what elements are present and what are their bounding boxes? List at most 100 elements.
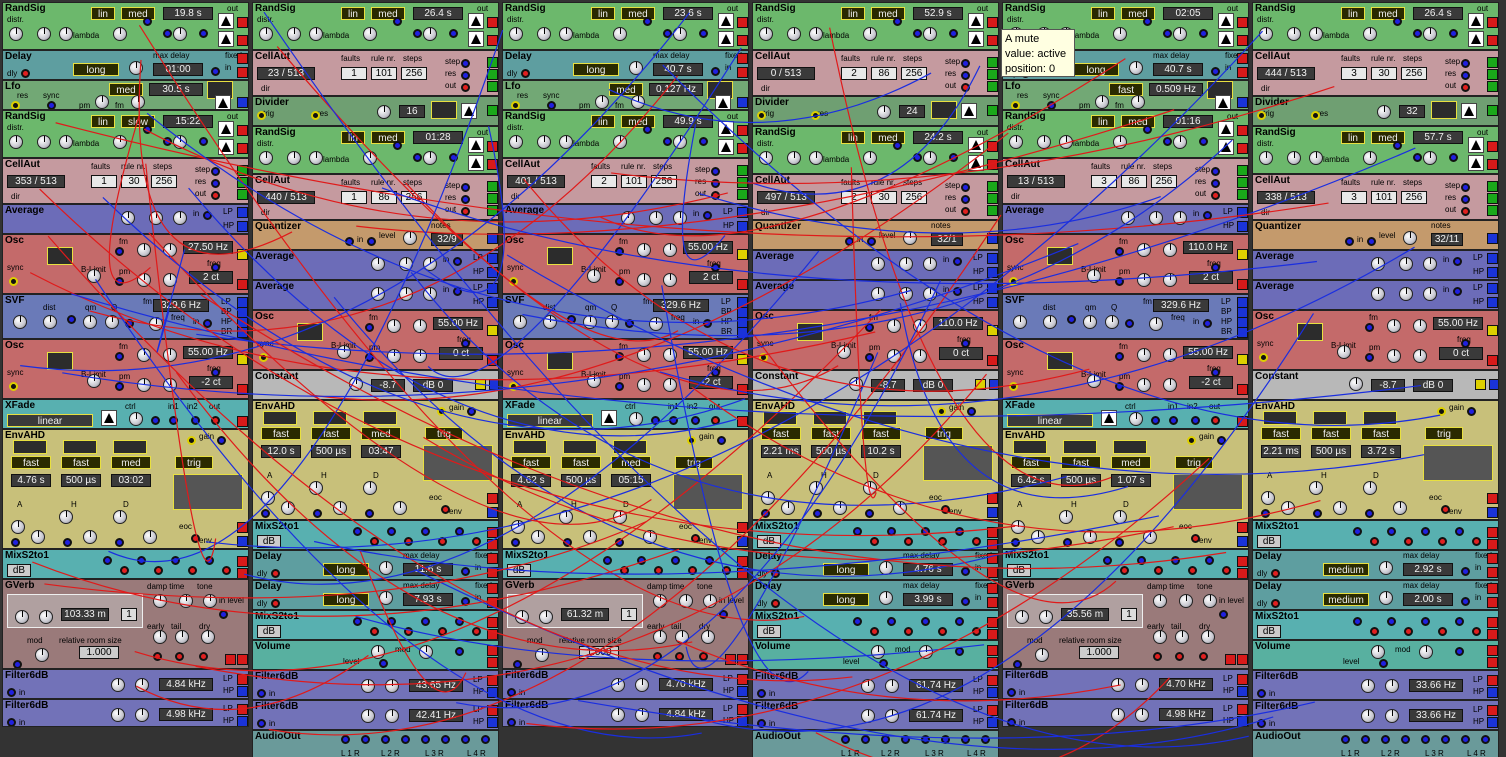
- input-jack[interactable]: [949, 153, 958, 162]
- input-jack[interactable]: [757, 689, 766, 698]
- port-button[interactable]: [987, 283, 998, 294]
- output-jack[interactable]: [222, 566, 231, 575]
- knob[interactable]: [1015, 610, 1029, 624]
- output-jack[interactable]: [1154, 566, 1163, 575]
- input-jack[interactable]: [1387, 617, 1396, 626]
- delay-display[interactable]: 11.6 s: [403, 563, 453, 576]
- input-jack[interactable]: [1413, 29, 1422, 38]
- knob[interactable]: [113, 135, 127, 149]
- input-jack[interactable]: [413, 153, 422, 162]
- port-button[interactable]: [1487, 69, 1498, 80]
- knob[interactable]: [637, 348, 651, 362]
- output-jack[interactable]: [972, 537, 981, 546]
- param-value[interactable]: 256: [651, 175, 677, 188]
- input-jack[interactable]: [203, 211, 212, 220]
- knob[interactable]: [281, 501, 295, 515]
- range-button[interactable]: long: [823, 593, 869, 606]
- input-jack[interactable]: [461, 71, 470, 80]
- input-jack[interactable]: [1461, 195, 1470, 204]
- port-button[interactable]: [1487, 159, 1498, 170]
- trigger-icon[interactable]: [968, 31, 984, 47]
- knob[interactable]: [583, 315, 597, 329]
- knob[interactable]: [1361, 679, 1375, 693]
- freq-display[interactable]: 329.6 Hz: [1153, 299, 1209, 312]
- knob[interactable]: [163, 378, 177, 392]
- knob[interactable]: [1399, 287, 1413, 301]
- output-jack[interactable]: [1211, 191, 1220, 200]
- knob[interactable]: [153, 594, 167, 608]
- unit-display[interactable]: dB: [257, 535, 281, 548]
- input-jack[interactable]: [615, 538, 624, 547]
- input-jack[interactable]: [211, 179, 220, 188]
- output-jack[interactable]: [688, 566, 697, 575]
- knob[interactable]: [899, 257, 913, 271]
- port-button[interactable]: [237, 327, 248, 338]
- knob[interactable]: [83, 530, 97, 544]
- port-button[interactable]: [237, 416, 248, 427]
- curve-speed-button[interactable]: med: [111, 456, 151, 469]
- input-jack[interactable]: [169, 416, 178, 425]
- curve-speed-button[interactable]: fast: [1061, 456, 1101, 469]
- notes-display[interactable]: 32/11: [1431, 233, 1463, 246]
- port-button[interactable]: [1487, 597, 1498, 608]
- port-button[interactable]: [987, 325, 998, 336]
- port-button[interactable]: [1237, 568, 1248, 578]
- knob[interactable]: [1009, 135, 1023, 149]
- port-button[interactable]: [1237, 674, 1248, 685]
- input-jack[interactable]: [1455, 617, 1464, 626]
- trigger-icon[interactable]: [1218, 121, 1234, 137]
- port-button[interactable]: [237, 221, 248, 232]
- output-jack[interactable]: [1153, 652, 1162, 661]
- input-jack[interactable]: [841, 735, 850, 744]
- knob[interactable]: [129, 61, 143, 75]
- curve-button[interactable]: linear: [7, 414, 93, 427]
- port-button[interactable]: [1237, 279, 1248, 290]
- knob[interactable]: [509, 135, 523, 149]
- port-button[interactable]: [987, 657, 998, 668]
- port-button[interactable]: [487, 493, 498, 504]
- input-jack[interactable]: [1137, 556, 1146, 565]
- port-button[interactable]: [987, 355, 998, 366]
- knob[interactable]: [513, 315, 527, 329]
- mode-display[interactable]: 1: [1121, 608, 1137, 621]
- knob[interactable]: [11, 520, 25, 534]
- input-jack[interactable]: [1453, 287, 1462, 296]
- input-jack[interactable]: [461, 567, 470, 576]
- port-button[interactable]: [975, 379, 986, 390]
- output-jack[interactable]: [691, 534, 700, 543]
- input-jack[interactable]: [257, 719, 266, 728]
- port-button[interactable]: [1487, 539, 1498, 549]
- knob[interactable]: [385, 709, 399, 723]
- curve-button[interactable]: lin: [1091, 115, 1115, 128]
- constant-display[interactable]: -8.7: [371, 379, 405, 392]
- divide-display[interactable]: 24: [899, 105, 925, 118]
- knob[interactable]: [759, 27, 773, 41]
- input-jack[interactable]: [625, 319, 634, 328]
- port-button[interactable]: [237, 384, 248, 395]
- knob[interactable]: [1309, 481, 1323, 495]
- input-jack[interactable]: [1115, 352, 1124, 361]
- knob[interactable]: [663, 273, 677, 287]
- input-jack[interactable]: [603, 556, 612, 565]
- waveform-button[interactable]: [547, 352, 573, 370]
- knob[interactable]: [173, 27, 187, 41]
- knob[interactable]: [43, 315, 57, 329]
- knob[interactable]: [1149, 317, 1163, 331]
- knob[interactable]: [1153, 630, 1167, 644]
- cutoff-display[interactable]: 4.84 kHz: [659, 708, 713, 721]
- port-button[interactable]: [1237, 97, 1248, 108]
- input-jack[interactable]: [461, 735, 470, 744]
- port-button[interactable]: [487, 193, 498, 204]
- input-jack[interactable]: [663, 29, 672, 38]
- port-button[interactable]: [1237, 221, 1248, 232]
- knob[interactable]: [1137, 243, 1151, 257]
- knob[interactable]: [1387, 349, 1401, 363]
- knob[interactable]: [923, 27, 937, 41]
- trigger-icon[interactable]: [715, 95, 731, 109]
- time-display[interactable]: 03:02: [111, 474, 151, 487]
- cutoff-display[interactable]: 61.74 Hz: [909, 709, 963, 722]
- input-jack[interactable]: [1011, 538, 1020, 547]
- param-value[interactable]: 101: [371, 67, 397, 80]
- input-jack[interactable]: [921, 617, 930, 626]
- input-jack[interactable]: [163, 137, 172, 146]
